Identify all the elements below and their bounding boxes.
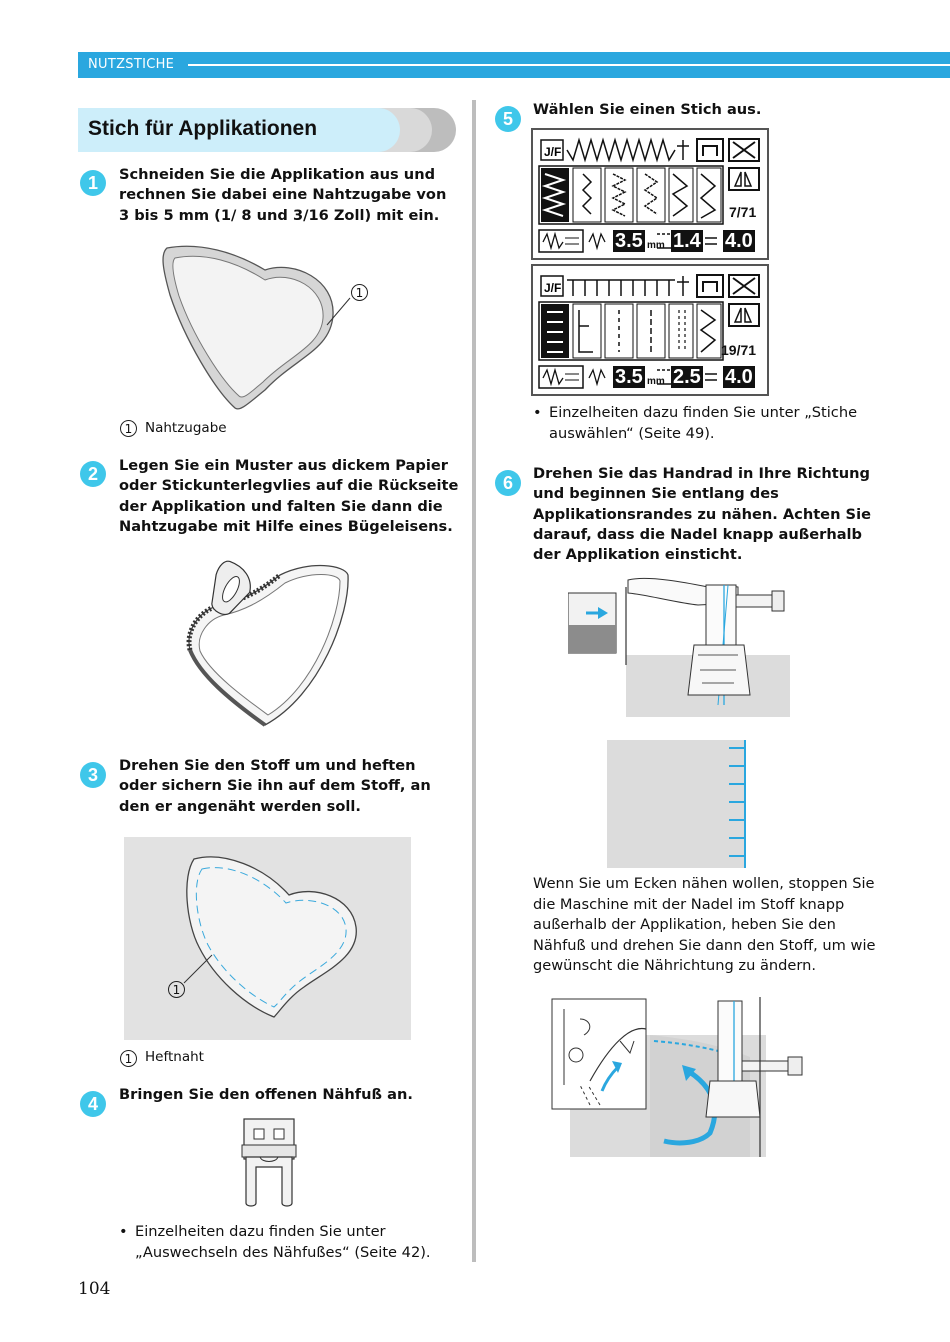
column-divider xyxy=(472,100,476,1262)
applique-seam-allowance-figure xyxy=(162,245,351,410)
step-4-text: Bringen Sie den offenen Nähfuß an. xyxy=(119,1086,413,1103)
section-label: NUTZSTICHE xyxy=(88,57,175,72)
step-badge-1: 1 xyxy=(80,170,106,196)
lcd-1-graphics: J/F xyxy=(538,137,760,253)
step-badge-3: 3 xyxy=(80,762,106,788)
page-number: 104 xyxy=(78,1279,111,1299)
step-4-note-text: Einzelheiten dazu finden Sie unter „Ausw… xyxy=(135,1223,431,1261)
title-banner xyxy=(78,108,400,152)
step-5-note-text: Einzelheiten dazu finden Sie unter „Stic… xyxy=(549,404,858,442)
lcd-1-unit: mm xyxy=(647,240,665,251)
step-5-note: • Einzelheiten dazu finden Sie unter „St… xyxy=(533,403,873,444)
basting-figure xyxy=(124,837,411,1040)
svg-text:J/F: J/F xyxy=(544,145,561,159)
bullet: • xyxy=(119,1223,128,1240)
lcd-screen-2: J/F 19/71 3.5 mm 2.5 4.0 xyxy=(531,264,769,396)
lcd-2-unit: mm xyxy=(647,376,665,387)
open-presser-foot-figure xyxy=(241,1118,297,1207)
step-badge-4: 4 xyxy=(80,1091,106,1117)
step-1-text: Schneiden Sie die Applikation aus und re… xyxy=(119,166,447,224)
corner-turn-figure xyxy=(551,997,803,1157)
step-2-text: Legen Sie ein Muster aus dickem Papier o… xyxy=(119,457,459,535)
page-title: Stich für Applikationen xyxy=(88,117,318,140)
callout-1: 1 xyxy=(351,284,368,301)
lcd-2-page: 19/71 xyxy=(721,342,757,358)
bullet: • xyxy=(533,404,542,421)
caption-callout-1: 1 xyxy=(120,420,137,437)
lcd-2-tension: 4.0 xyxy=(723,366,755,388)
caption-nahtzugabe: Nahtzugabe xyxy=(145,420,227,436)
step-badge-2: 2 xyxy=(80,461,106,487)
lcd-2-width: 3.5 xyxy=(613,366,645,388)
lcd-1-width: 3.5 xyxy=(613,230,645,252)
lcd-screen-1: J/F 7/71 3.5 mm 1.4 4.0 xyxy=(531,128,769,260)
ironing-figure xyxy=(186,560,349,727)
caption-heftnaht: Heftnaht xyxy=(145,1049,204,1065)
step-5-text: Wählen Sie einen Stich aus. xyxy=(533,101,762,118)
lcd-1-tension: 4.0 xyxy=(723,230,755,252)
lcd-1-page: 7/71 xyxy=(729,204,757,220)
step-badge-5: 5 xyxy=(495,106,521,132)
corner-paragraph: Wenn Sie um Ecken nähen wollen, stoppen … xyxy=(533,875,876,974)
header-rule xyxy=(188,64,950,66)
caption-callout-heftnaht: 1 xyxy=(120,1050,137,1067)
lcd-2-length: 2.5 xyxy=(671,366,703,388)
step-badge-6: 6 xyxy=(495,470,521,496)
step-6-text: Drehen Sie das Handrad in Ihre Richtung … xyxy=(533,465,871,564)
stitched-edge-figure xyxy=(607,740,746,868)
step-4-note: • Einzelheiten dazu finden Sie unter „Au… xyxy=(119,1222,449,1263)
callout-heftnaht: 1 xyxy=(168,981,185,998)
sewing-edge-figure xyxy=(568,577,790,717)
step-3-text: Drehen Sie den Stoff um und heften oder … xyxy=(119,757,431,815)
lcd-2-graphics: J/F xyxy=(538,274,760,389)
svg-text:J/F: J/F xyxy=(544,281,561,295)
lcd-1-length: 1.4 xyxy=(671,230,703,252)
